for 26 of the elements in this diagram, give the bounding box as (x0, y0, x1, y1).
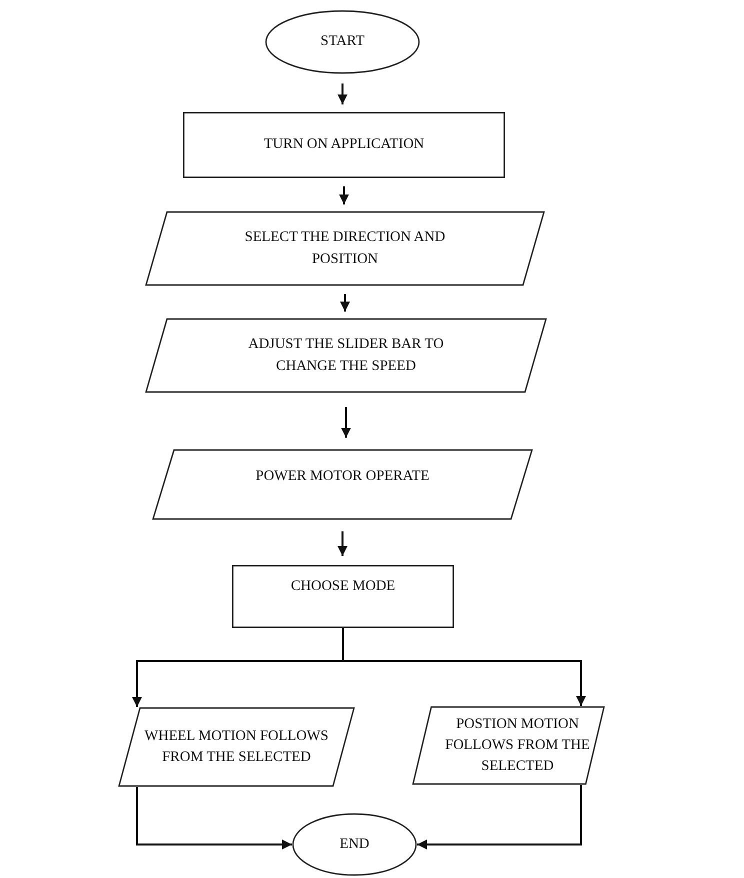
arrow (342, 628, 586, 706)
node-label: SELECT THE DIRECTION AND POSITION (244, 228, 446, 268)
node-label: ADJUST THE SLIDER BAR TO CHANGE THE SPEED (247, 335, 445, 376)
arrow (339, 186, 349, 204)
node-label: POWER MOTOR OPERATE (256, 466, 430, 486)
node-label: WHEEL MOTION FOLLOWS FROM THE SELECTED (144, 726, 330, 767)
arrow (417, 785, 582, 850)
io-parallelogram (412, 706, 605, 785)
node-label: CHOOSE MODE (290, 576, 396, 596)
io-parallelogram (145, 211, 545, 286)
terminal-ellipse (292, 813, 417, 876)
arrow (338, 531, 348, 556)
io-parallelogram (152, 449, 533, 520)
process-box (232, 565, 454, 628)
arrow (341, 407, 351, 438)
process-box (183, 112, 505, 178)
node-label: POSTION MOTION FOLLOWS FROM THE SELECTED (444, 714, 591, 776)
io-parallelogram (145, 318, 547, 393)
arrow (340, 294, 350, 312)
io-parallelogram (118, 707, 355, 787)
arrow (136, 787, 292, 850)
terminal-ellipse (265, 10, 420, 74)
node-label: TURN ON APPLICATION (264, 135, 424, 154)
node-label: START (320, 32, 364, 52)
node-label: END (340, 834, 370, 854)
arrow (338, 84, 348, 104)
